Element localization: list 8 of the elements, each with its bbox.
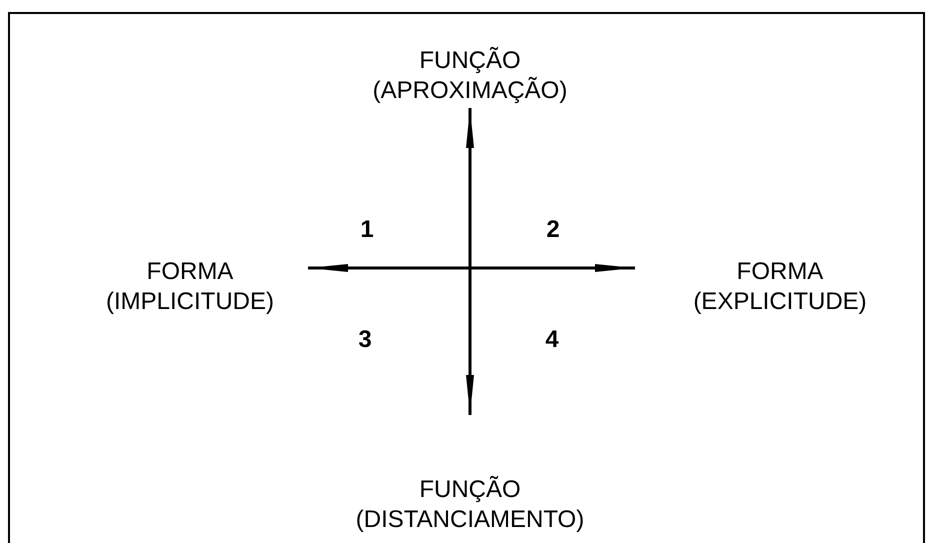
axis-label: FORMA (IMPLICITUDE) [105,257,275,317]
quadrant-number: 2 [545,215,561,245]
quadrant-number: 1 [359,215,375,245]
axis-label: FUNÇÃO (APROXIMAÇÃO) [372,46,568,106]
axis-label: FUNÇÃO (DISTANCIAMENTO) [354,475,586,535]
quadrant-number: 3 [357,325,373,355]
axis-label: FORMA (EXPLICITUDE) [692,257,868,317]
quadrant-number: 4 [544,325,560,355]
